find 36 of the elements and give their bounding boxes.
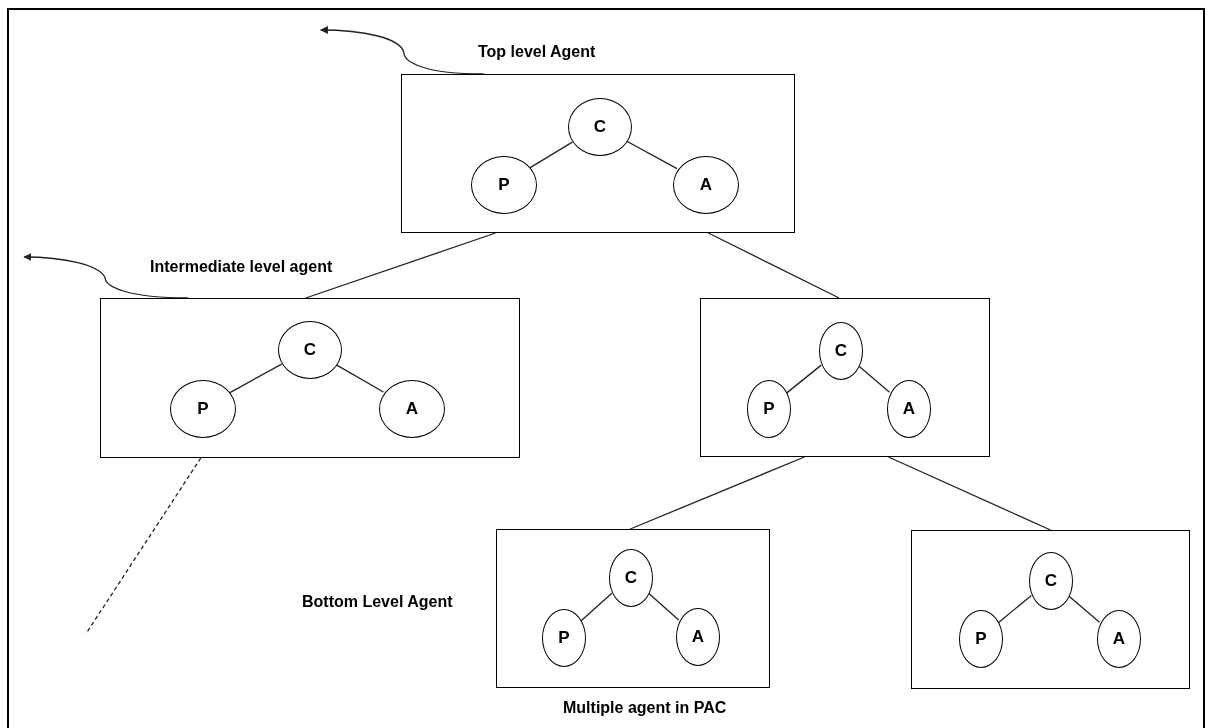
agent-box (911, 530, 1190, 689)
level-label: Intermediate level agent (150, 257, 333, 277)
connector-line (887, 456, 1052, 531)
component-circle: C (1029, 552, 1073, 610)
agent-box (700, 298, 990, 457)
component-circle: C (278, 321, 342, 379)
level-label: Bottom Level Agent (302, 592, 453, 612)
component-circle: A (673, 156, 739, 214)
component-circle: A (379, 380, 445, 438)
component-circle: P (747, 380, 791, 438)
connector-line (998, 594, 1032, 624)
connector-line (707, 232, 840, 299)
connector-line (305, 232, 497, 299)
connector-line (335, 363, 385, 393)
agent-box (100, 298, 520, 458)
agent-box (401, 74, 795, 233)
component-circle: P (170, 380, 236, 438)
component-circle: A (887, 380, 931, 438)
component-circle: P (959, 610, 1003, 668)
component-circle: C (568, 98, 632, 156)
connector-line (580, 592, 613, 622)
caption: Multiple agent in PAC (563, 698, 727, 718)
component-circle: C (609, 549, 653, 607)
curved-arrow (23, 253, 189, 299)
component-circle: C (819, 322, 863, 380)
connector-line (529, 141, 573, 169)
component-circle: P (542, 609, 586, 667)
level-label: Top level Agent (478, 42, 596, 62)
component-circle: P (471, 156, 537, 214)
agent-box (496, 529, 770, 688)
component-circle: A (1097, 610, 1141, 668)
connector-line (629, 456, 806, 530)
curved-arrow (319, 26, 485, 75)
connector-line (786, 364, 822, 394)
component-circle: A (676, 608, 720, 666)
connector-line (229, 363, 283, 394)
